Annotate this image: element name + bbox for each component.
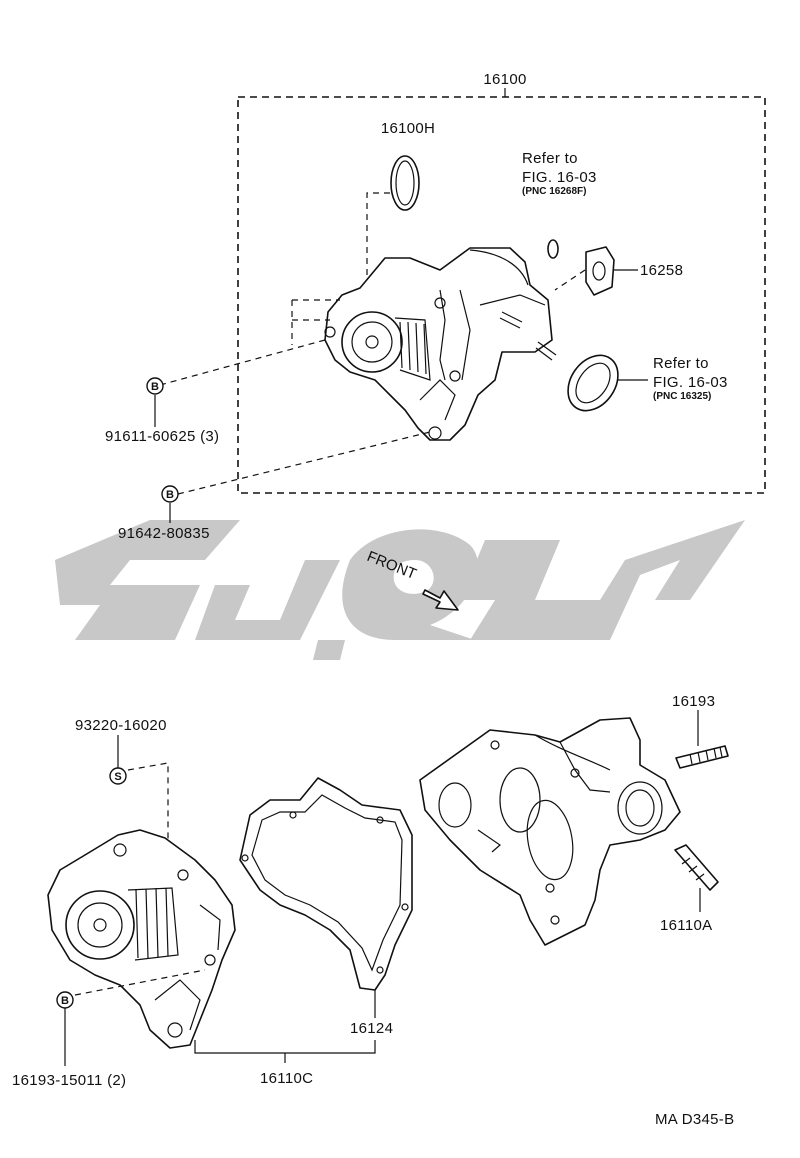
svg-text:B: B — [166, 489, 174, 501]
label-stud-top: 16193 — [672, 693, 715, 710]
svg-text:B: B — [61, 995, 69, 1007]
stud-16193-part — [675, 745, 729, 769]
stud-16110a-part — [674, 844, 719, 891]
svg-text:S: S — [114, 771, 121, 783]
water-pump-assembly-top — [324, 247, 557, 441]
label-refer1-line2: FIG. 16-03 — [522, 169, 597, 186]
large-seal-part — [567, 354, 619, 412]
label-gasket-small: 16258 — [640, 262, 683, 279]
bolt1-marker: B — [146, 377, 164, 395]
o-ring-dashed-guide — [366, 192, 390, 283]
label-assy-bottom: 16110C — [260, 1070, 313, 1087]
label-refer1-line1: Refer to — [522, 150, 578, 167]
label-refer2-line2: FIG. 16-03 — [653, 374, 728, 391]
assy-bottom-bracket — [194, 1040, 376, 1063]
label-refer1-pnc: (PNC 16268F) — [522, 186, 586, 197]
bolt3-marker: B — [56, 991, 74, 1009]
washer-marker: S — [109, 767, 127, 785]
label-o-ring: 16100H — [381, 120, 435, 137]
water-pump-bottom — [47, 829, 236, 1049]
gasket-16124-part — [239, 777, 413, 991]
pump-housing-part — [419, 717, 681, 946]
small-seal-part — [547, 239, 559, 259]
gasket-16258-part — [585, 246, 615, 296]
bolt1-guide — [159, 339, 326, 386]
label-stud-side: 16110A — [660, 917, 712, 934]
label-bolt1: 91611-60625 (3) — [105, 428, 219, 445]
svg-text:B: B — [151, 381, 159, 393]
o-ring-part — [390, 155, 420, 211]
label-assy-top: 16100 — [483, 71, 526, 88]
bolt2-marker: B — [161, 485, 179, 503]
label-refer2-pnc: (PNC 16325) — [653, 391, 711, 402]
figure-code: MA D345-B — [655, 1111, 734, 1128]
watermark-logo — [55, 520, 745, 660]
label-bolt3: 16193-15011 (2) — [12, 1072, 126, 1089]
assembly-bounding-box — [237, 96, 766, 494]
label-refer2-line1: Refer to — [653, 355, 709, 372]
label-gasket-large: 16124 — [350, 1020, 393, 1037]
label-bolt2: 91642-80835 — [118, 525, 210, 542]
label-washer: 93220-16020 — [75, 717, 167, 734]
